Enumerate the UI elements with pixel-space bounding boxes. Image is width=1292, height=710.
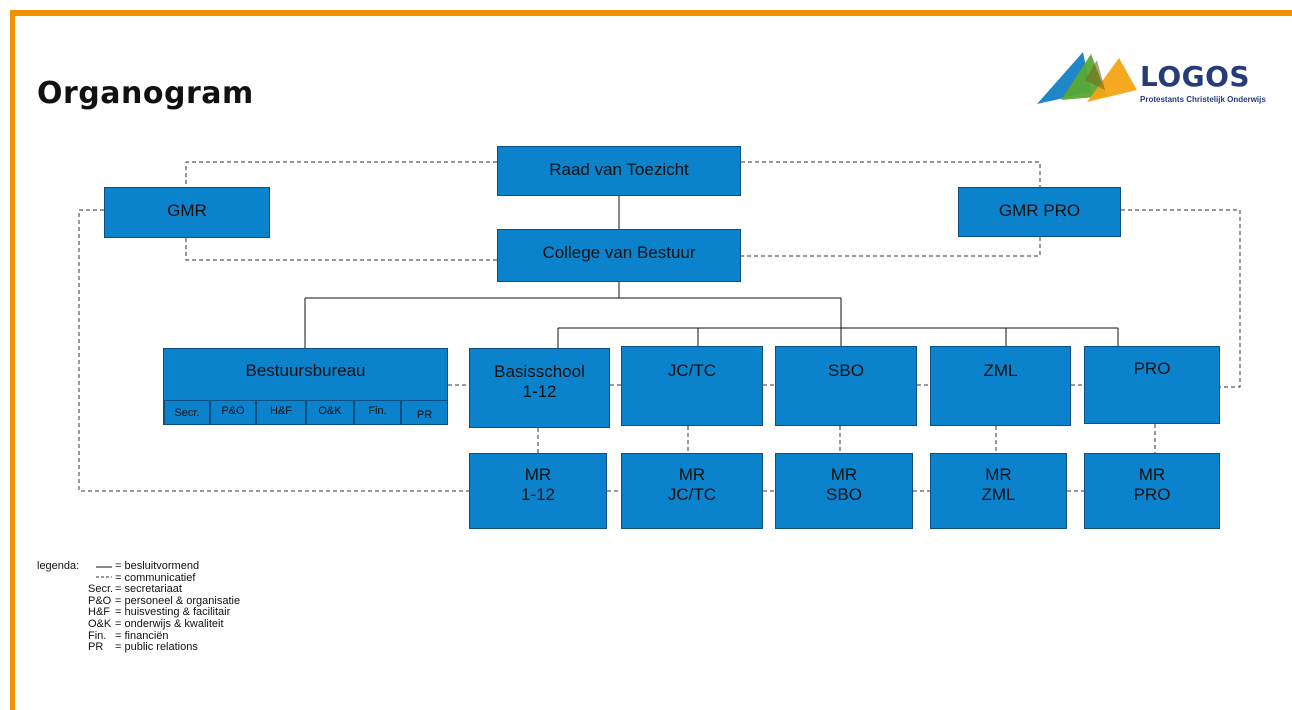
box-gmr[interactable]: GMR [104,187,270,238]
legend-key: Secr. [88,583,114,596]
dept-hf[interactable]: H&F [256,400,306,425]
legend-value: = onderwijs & kwaliteit [115,617,224,630]
box-label-line1: MR [1138,465,1166,484]
box-label-line2: 1-12 [520,485,556,504]
box-label-line2: SBO [826,485,862,504]
frame-left-border [10,10,15,710]
box-college-van-bestuur[interactable]: College van Bestuur [497,229,741,282]
logo-tagline: Protestants Christelijk Onderwijs [1140,95,1266,104]
box-label: College van Bestuur [542,243,696,262]
box-raad-van-toezicht[interactable]: Raad van Toezicht [497,146,741,196]
logos-logo-icon [1037,52,1137,104]
box-label: GMR PRO [998,201,1081,220]
box-label-line1: MR [830,465,858,484]
box-label-line1: Basisschool [494,362,585,381]
box-gmr-pro[interactable]: GMR PRO [958,187,1121,237]
box-label: Raad van Toezicht [549,160,689,179]
legend-label: legenda: [37,560,80,572]
legend-value: = huisvesting & facilitair [115,606,231,619]
box-mr-zml[interactable]: MR ZML [930,453,1067,529]
box-mr-jctc[interactable]: MR JC/TC [621,453,763,529]
logo-wordmark: LOGOS [1140,60,1251,93]
box-label-line2: ZML [981,485,1016,504]
legend-value: = besluitvormend [115,560,200,572]
dept-secr[interactable]: Secr. [164,400,210,425]
legend-value: = financiën [115,629,169,642]
dept-pr[interactable]: PR [401,400,448,425]
box-label: JC/TC [667,361,717,380]
legend-key: Fin. [88,629,107,642]
legend-key: PR [88,641,104,654]
box-label: PRO [1133,359,1171,378]
box-basisschool[interactable]: Basisschool 1-12 [469,348,610,428]
box-label: GMR [167,201,207,220]
box-jctc[interactable]: JC/TC [621,346,763,426]
page-title: Organogram [37,76,254,111]
box-label-line1: MR [985,465,1012,484]
box-sbo[interactable]: SBO [775,346,917,426]
dept-ok[interactable]: O&K [306,400,354,425]
legend-key: H&F [88,606,110,619]
legend-key: O&K [88,617,112,630]
box-label-line1: MR [524,465,552,484]
legend-value: = public relations [115,641,198,654]
box-mr-sbo[interactable]: MR SBO [775,453,913,529]
box-label-line2: 1-12 [522,382,557,401]
box-label-line2: JC/TC [667,485,717,504]
box-label: ZML [983,361,1018,380]
box-mr-pro[interactable]: MR PRO [1084,453,1220,529]
box-label: SBO [828,361,864,380]
legend-value: = secretariaat [115,583,182,596]
box-label-line2: PRO [1133,485,1171,504]
box-label: Bestuursbureau [245,361,366,380]
frame-top-border [10,10,1292,16]
dept-fin[interactable]: Fin. [354,400,401,425]
legend-key: P&O [88,594,112,607]
box-zml[interactable]: ZML [930,346,1071,426]
legend-value: = communicatief [115,571,196,584]
box-pro[interactable]: PRO [1084,346,1220,424]
dept-po[interactable]: P&O [210,400,256,425]
box-label-line1: MR [678,465,706,484]
legend-value: = personeel & organisatie [115,594,241,607]
box-mr-1-12[interactable]: MR 1-12 [469,453,607,529]
